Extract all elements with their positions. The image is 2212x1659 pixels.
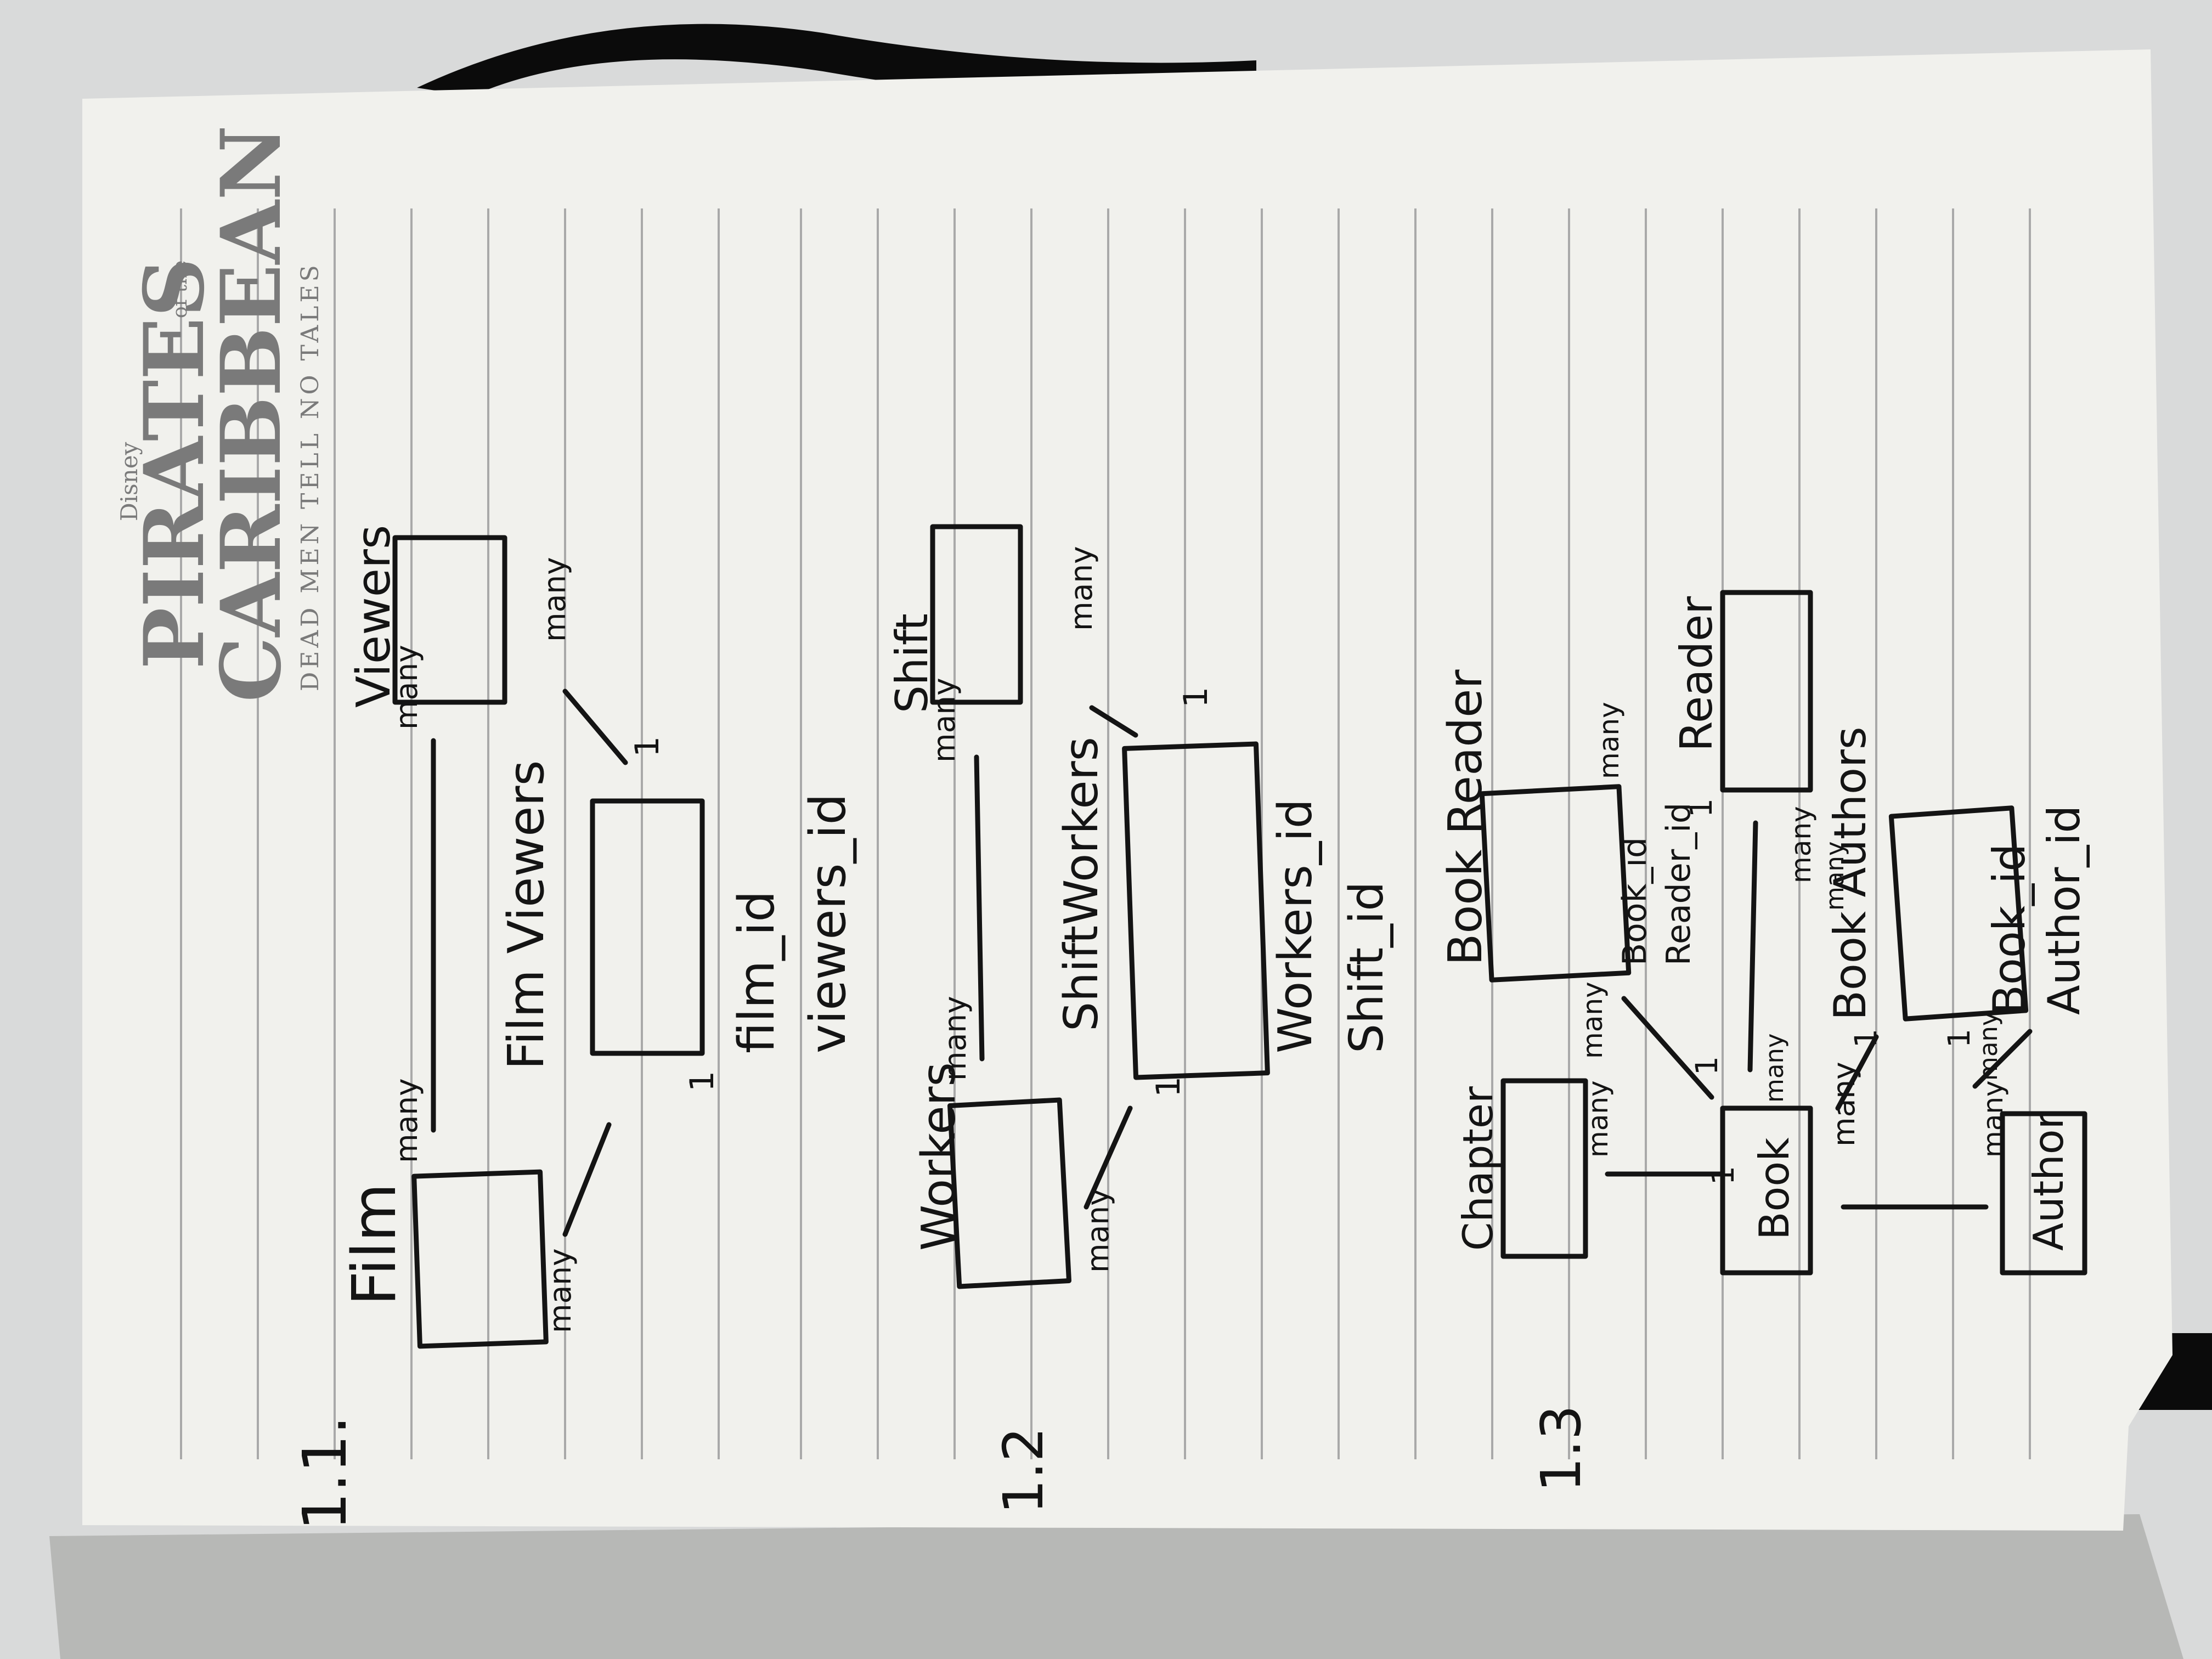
- cardinality: 1: [1942, 1029, 1977, 1048]
- relationship-line: [562, 689, 628, 765]
- cardinality: many: [1593, 702, 1625, 779]
- cardinality: many: [1760, 1033, 1789, 1103]
- entity-box-shift: [930, 524, 1023, 705]
- relationship-line: [1084, 1105, 1133, 1210]
- pirates-logo: Disney PIRATES of the CARIBBEAN DEAD MEN…: [116, 125, 324, 702]
- entity-label: Book: [1750, 1137, 1798, 1240]
- entity-label: ShiftWorkers: [1054, 737, 1109, 1031]
- entity-box-book: [1720, 1105, 1813, 1276]
- entity-label: Chapter: [1454, 1086, 1502, 1251]
- entity-box-book-reader: [1479, 784, 1632, 983]
- field: film_id: [728, 891, 786, 1054]
- entity-box-reader: [1720, 590, 1813, 793]
- entity-label: Shift: [887, 613, 938, 713]
- relationship-line: [1747, 820, 1758, 1073]
- cardinality: many: [1080, 1188, 1115, 1273]
- entity-box-viewers: [392, 535, 507, 705]
- cardinality: many: [1577, 981, 1609, 1059]
- field: Reader_id: [1660, 803, 1698, 966]
- cardinality: 1: [1684, 798, 1719, 817]
- entity-box-film-viewers: [590, 798, 705, 1056]
- cardinality: 1: [683, 1071, 721, 1092]
- cardinality: many: [1974, 1011, 2003, 1081]
- logo-disney: Disney: [116, 442, 143, 521]
- logo-of-the: of the: [169, 261, 191, 318]
- entity-box-film: [411, 1169, 549, 1349]
- field: Workers_id: [1268, 799, 1323, 1053]
- relationship-line: [1972, 1029, 2033, 1089]
- logo-tagline: DEAD MEN TELL NO TALES: [296, 262, 324, 691]
- entity-label: Workers: [912, 1062, 966, 1251]
- section-number: 1.3: [1529, 1405, 1593, 1492]
- field: Book_id: [1616, 837, 1654, 966]
- cardinality: many: [1826, 1062, 1861, 1147]
- ruled-lines: [180, 208, 2031, 1459]
- cardinality: many: [1064, 546, 1099, 631]
- relationship-line: [1835, 1034, 1879, 1111]
- cardinality: 1: [1689, 1056, 1724, 1075]
- section-number: 1.2: [991, 1427, 1056, 1514]
- section-number: 1.1.: [290, 1415, 360, 1531]
- cardinality: many: [537, 557, 572, 642]
- entity-label: Film: [339, 1183, 409, 1306]
- entity-box-book-authors: [1888, 805, 2029, 1022]
- cardinality: 1: [1848, 1029, 1883, 1048]
- entity-box-shift-workers: [1122, 741, 1270, 1080]
- cardinality: many: [1582, 1080, 1614, 1158]
- cardinality: many: [389, 1078, 424, 1163]
- cardinality: many: [938, 996, 973, 1081]
- field: Book_id: [1984, 844, 2035, 1015]
- section-1-3: 1.3 Chapter Book Author Reader Book Read…: [1438, 590, 2090, 1492]
- cardinality: 1: [1149, 1076, 1188, 1097]
- entity-box-workers: [947, 1097, 1071, 1289]
- entity-label: Author: [2024, 1112, 2073, 1251]
- field: Shift_id: [1340, 882, 1394, 1053]
- cardinality: many: [543, 1248, 578, 1333]
- cardinality: many: [1785, 806, 1817, 883]
- entity-label: Book Authors: [1825, 726, 1876, 1020]
- entity-label: Book Reader: [1438, 670, 1493, 966]
- entity-label: Viewers: [347, 525, 401, 708]
- section-1-1: 1.1. Film Viewers Film Viewers film_id v…: [290, 525, 857, 1531]
- entity-box-author: [2000, 1111, 2087, 1276]
- logo-pirates: PIRATES: [126, 258, 223, 669]
- entity-label: Film Viewers: [498, 760, 555, 1070]
- back-page: [49, 1514, 2183, 1659]
- field: viewers_id: [799, 793, 857, 1053]
- cardinality: many: [927, 678, 962, 763]
- cardinality: many: [1820, 841, 1849, 911]
- relationship-line: [1089, 705, 1138, 738]
- cardinality: many: [389, 645, 424, 730]
- cardinality: 1: [1177, 687, 1215, 708]
- relationship-line: [562, 1122, 612, 1237]
- cardinality: many: [1977, 1080, 2009, 1158]
- field: Author_id: [2039, 805, 2090, 1015]
- section-1-2: 1.2 Workers Shift ShiftWorkers Workers_i…: [887, 524, 1394, 1514]
- logo-caribbean: CARIBBEAN: [203, 125, 300, 702]
- entity-box-chapter: [1500, 1078, 1588, 1259]
- entity-label: Reader: [1671, 596, 1722, 752]
- cardinality: 1: [628, 736, 667, 757]
- relationship-line: [974, 754, 985, 1062]
- cardinality: 1: [1706, 1166, 1741, 1185]
- relationship-line: [1621, 996, 1714, 1100]
